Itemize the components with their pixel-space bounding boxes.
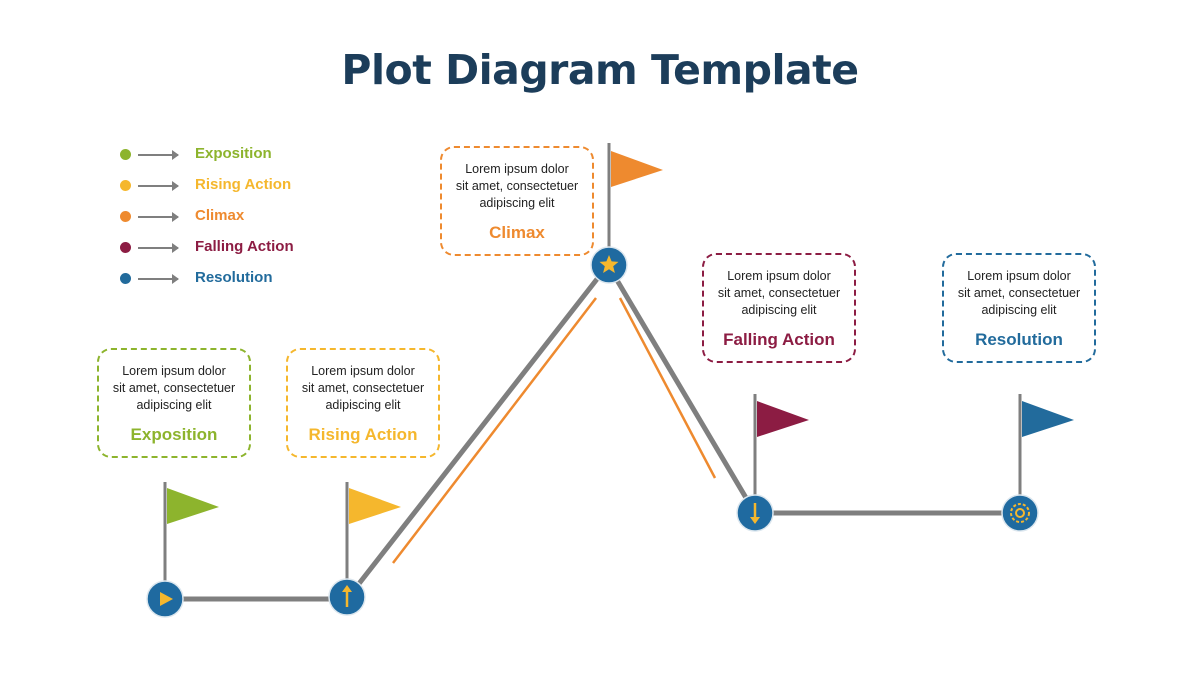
card-rising-action: Lorem ipsum dolor sit amet, consectetuer… [286,348,440,458]
falling-accent-line [618,297,717,479]
card-description: Lorem ipsum dolor sit amet, consectetuer… [704,268,854,319]
node-rising-action [328,578,366,616]
play-icon [160,592,173,606]
flag-icon [757,401,809,437]
card-text-line: sit amet, consectetuer [301,381,425,395]
flag-icon [349,488,401,524]
card-label: Climax [489,223,545,242]
card-label: Exposition [130,425,218,444]
card-label: Rising Action [308,425,418,444]
card-falling-action: Lorem ipsum dolor sit amet, consectetuer… [702,253,856,363]
bullet-icon [120,242,131,253]
card-text-line: Lorem ipsum dolor [967,269,1071,283]
card-label: Resolution [975,330,1063,349]
card-text-line: adipiscing elit [325,398,401,412]
card-text-line: sit amet, consectetuer [112,381,236,395]
card-text-line: sit amet, consectetuer [717,286,841,300]
card-text-line: sit amet, consectetuer [957,286,1081,300]
card-exposition: Lorem ipsum dolor sit amet, consectetuer… [97,348,251,458]
arrow-right-icon [138,243,179,253]
card-label: Falling Action [723,330,835,349]
bullet-icon [120,149,131,160]
card-description: Lorem ipsum dolor sit amet, consectetuer… [288,363,438,414]
rising-accent-line [392,297,597,564]
flag-icon [167,488,219,524]
arrow-right-icon [138,212,179,222]
page-title: Plot Diagram Template [341,46,859,94]
bullet-icon [120,273,131,284]
arrow-right-icon [138,150,179,160]
node-climax [590,246,628,284]
flag-icon [611,151,663,187]
card-text-line: Lorem ipsum dolor [122,364,226,378]
card-text-line: Lorem ipsum dolor [311,364,415,378]
card-text-line: adipiscing elit [741,303,817,317]
legend-label: Climax [195,207,245,224]
card-text-line: Lorem ipsum dolor [465,162,569,176]
legend-label: Rising Action [195,176,292,193]
card-text-line: adipiscing elit [136,398,212,412]
card-resolution: Lorem ipsum dolor sit amet, consectetuer… [942,253,1096,363]
node-exposition [146,580,184,618]
arrow-down-icon [750,503,760,524]
legend-label: Exposition [195,145,272,162]
card-text-line: sit amet, consectetuer [455,179,579,193]
bullet-icon [120,180,131,191]
flag-icon [1022,401,1074,437]
arrow-up-icon [342,585,352,607]
bullet-icon [120,211,131,222]
card-text-line: adipiscing elit [981,303,1057,317]
target-icon [1010,503,1030,523]
card-description: Lorem ipsum dolor sit amet, consectetuer… [944,268,1094,319]
card-climax: Lorem ipsum dolor sit amet, consectetuer… [440,146,594,256]
arrow-right-icon [138,274,179,284]
node-resolution [1001,494,1039,532]
card-text-line: adipiscing elit [479,196,555,210]
star-icon [599,255,619,273]
card-text-line: Lorem ipsum dolor [727,269,831,283]
card-description: Lorem ipsum dolor sit amet, consectetuer… [99,363,249,414]
legend-label: Falling Action [195,238,294,255]
card-description: Lorem ipsum dolor sit amet, consectetuer… [442,161,592,212]
arrow-right-icon [138,181,179,191]
node-falling-action [736,494,774,532]
legend-label: Resolution [195,269,273,286]
